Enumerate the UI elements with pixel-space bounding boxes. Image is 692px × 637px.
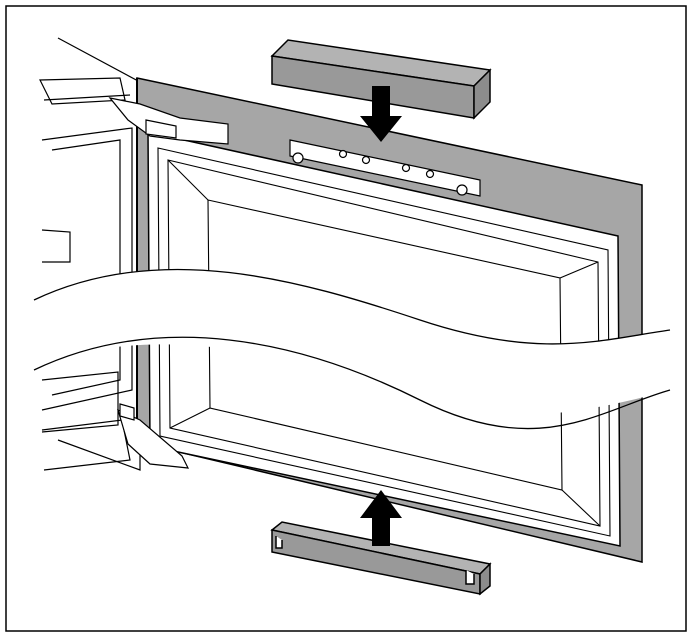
upper-hinge (108, 97, 229, 145)
top-bracket (289, 139, 481, 197)
image-frame (5, 5, 687, 632)
appliance-body (39, 37, 141, 471)
break-line-top (33, 268, 671, 345)
break-line-bottom (33, 336, 671, 430)
screw-icon (401, 163, 411, 173)
screw-icon (361, 155, 371, 165)
door-liner-bevels (167, 159, 601, 527)
screw-icon (292, 152, 304, 164)
screw-icon (456, 184, 468, 196)
arrow-up (360, 490, 402, 546)
arrow-down (360, 86, 402, 142)
screw-icon (338, 149, 348, 159)
bottom-trim-strip (270, 521, 492, 596)
break-band (34, 269, 670, 416)
lower-hinge (117, 403, 190, 469)
screw-icon (425, 169, 435, 179)
